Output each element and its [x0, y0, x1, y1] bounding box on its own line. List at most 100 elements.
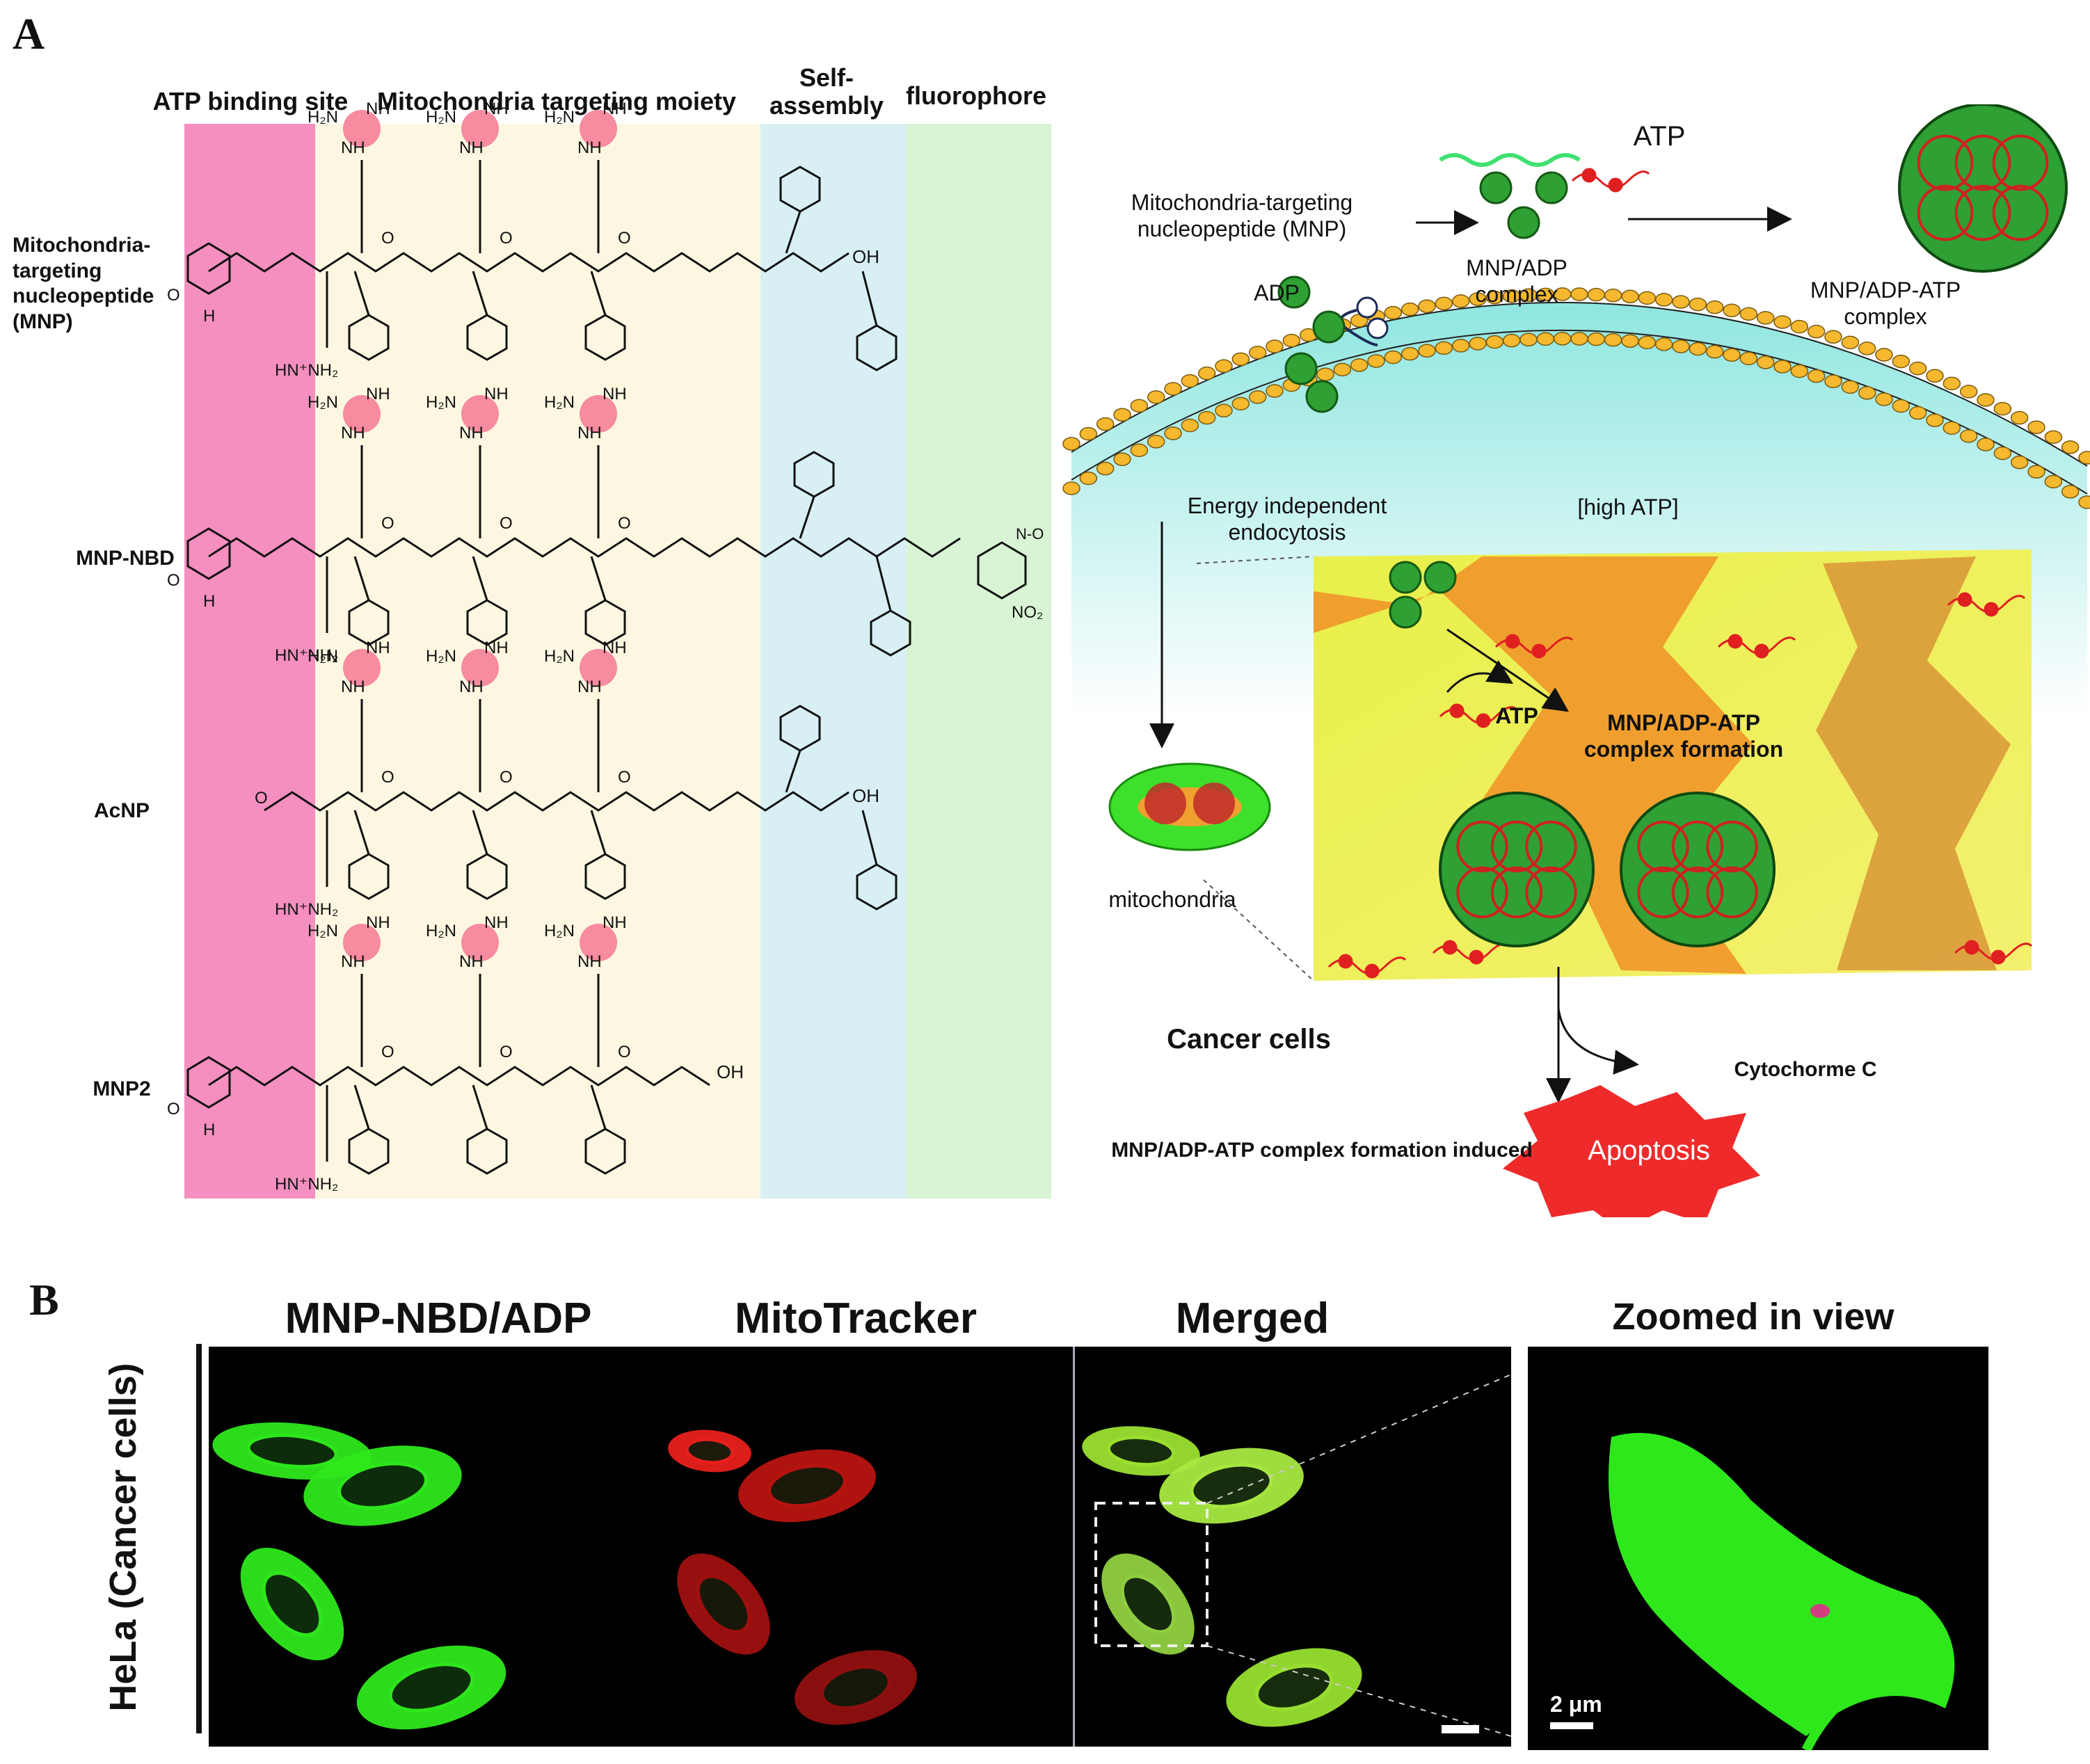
row-label-mnp2: MNP2 — [93, 1077, 151, 1100]
lipid-head — [1773, 360, 1792, 374]
cell-merged-3 — [1101, 1553, 1195, 1655]
guanidine-nh2: NH — [341, 677, 365, 696]
self-assembly-header: Self-assembly — [769, 63, 884, 120]
lipid-head — [1316, 367, 1334, 381]
guanidine-highlight — [580, 110, 617, 147]
mnp-adp-atp-complex — [1439, 792, 1595, 947]
guanidine-nh: NH — [603, 639, 627, 657]
cyclohexyl-ring — [584, 599, 626, 646]
scale-bar-merged — [1442, 1725, 1479, 1733]
lipid-head — [1231, 396, 1250, 411]
apoptosis-label: Apoptosis — [1588, 1135, 1710, 1166]
thymine-o: O — [167, 286, 180, 305]
lipid-head — [1926, 369, 1944, 383]
micro-title-mitotracker: MitoTracker — [734, 1294, 978, 1342]
bond — [875, 556, 892, 611]
phenyl-ring — [779, 166, 821, 213]
cyclohexyl-ring — [348, 853, 390, 900]
bond — [472, 810, 488, 855]
lipid-head — [1926, 413, 1944, 427]
thymine-o: O — [167, 571, 180, 590]
micrograph-strip — [209, 1347, 1511, 1747]
cytochrome-label: Cytochorme C — [1734, 1058, 1877, 1081]
nbd-ring — [977, 541, 1027, 600]
lipid-head — [1689, 342, 1707, 356]
bond — [472, 1084, 488, 1130]
lipid-head — [1841, 380, 1860, 394]
bond — [353, 1084, 370, 1130]
bond — [472, 271, 488, 316]
lipid-head — [1231, 352, 1250, 367]
panel-a-letter: A — [13, 9, 45, 58]
phenyl-ring — [856, 863, 898, 911]
cancer-cells-label: Cancer cells — [1167, 1024, 1331, 1055]
bond — [590, 810, 607, 855]
lipid-head — [2044, 430, 2063, 444]
mnp-adp-cluster — [1423, 561, 1457, 594]
carbonyl-o: O — [618, 1043, 631, 1061]
lipid-head — [1993, 446, 2012, 460]
lipid-head — [1215, 403, 1233, 417]
mnp-adp-cluster — [1507, 206, 1540, 239]
atp-binding-band — [184, 124, 315, 1198]
lipid-head — [1908, 406, 1927, 420]
scale-bar-label: 2 μm — [1550, 1692, 1602, 1717]
cyclohexyl-ring — [466, 853, 508, 900]
bond — [785, 750, 801, 793]
lipid-head — [1756, 355, 1775, 369]
carbonyl-o: O — [381, 514, 394, 533]
cristae-2 — [1816, 556, 2011, 970]
lipid-head — [1570, 332, 1588, 346]
guanidine-nh: NH — [366, 385, 390, 403]
guanidine-highlight — [461, 924, 499, 961]
guanidine-nh: NH — [603, 913, 627, 932]
mito-targeting-band — [315, 124, 760, 1198]
fluorophore-header: fluorophore — [906, 81, 1046, 110]
phenyl-ring — [779, 705, 821, 752]
lipid-head — [1401, 302, 1419, 316]
complex-formation-label: MNP/ADP-ATP complex formation — [1584, 710, 1784, 762]
lipid-head — [1875, 392, 1893, 406]
lipid-head — [1130, 399, 1149, 413]
carbonyl-o: O — [500, 514, 513, 533]
guanidine-nh: NH — [484, 99, 509, 118]
lipid-head — [1147, 390, 1165, 404]
guanidine-nh: NH — [366, 913, 390, 932]
lipid-head — [1248, 390, 1267, 404]
cell-red-3 — [677, 1553, 770, 1655]
acetyl-o: O — [255, 789, 268, 808]
backbone — [208, 1066, 710, 1087]
mnp-label: Mitochondria-targeting nucleopeptide (MN… — [1131, 190, 1353, 242]
phenyl-ring — [793, 451, 835, 498]
lipid-head — [1790, 364, 1809, 378]
lipid-head — [1130, 443, 1149, 458]
guanidine-nh2: NH — [459, 952, 484, 971]
guanidine-h2n: H₂N — [426, 108, 456, 127]
cyclohexyl-ring — [348, 1128, 390, 1175]
lipid-head — [2078, 451, 2090, 465]
carboxyl-oh: OH — [717, 1061, 744, 1082]
thymine-h: H — [203, 592, 215, 611]
lipid-head — [1604, 332, 1622, 347]
lipid-head — [1096, 417, 1115, 431]
mnp-adp-cluster — [1312, 310, 1346, 344]
guanidine-nh: NH — [603, 99, 627, 118]
row-label-mnp: Mitochondria-targeting nucleopeptide (MN… — [13, 234, 154, 333]
lipid-head — [1858, 342, 1876, 355]
cyclohexyl-ring — [584, 1128, 626, 1175]
lipid-head — [1943, 376, 1961, 391]
lipid-head — [1705, 344, 1724, 359]
thymine-ring — [186, 527, 231, 580]
lipid-head — [1756, 311, 1775, 325]
cell-red-2 — [738, 1449, 876, 1523]
panel-b-letter: B — [29, 1275, 59, 1324]
guanidine-nh: NH — [603, 385, 627, 403]
lipid-head — [1147, 435, 1165, 449]
bond — [590, 1084, 607, 1130]
lipid-head — [1333, 362, 1352, 377]
lipid-head — [1638, 291, 1657, 305]
lipid-head — [1672, 339, 1690, 353]
lipid-head — [1739, 351, 1758, 366]
lipid-head — [1164, 426, 1182, 440]
thymine-ring — [186, 242, 231, 295]
